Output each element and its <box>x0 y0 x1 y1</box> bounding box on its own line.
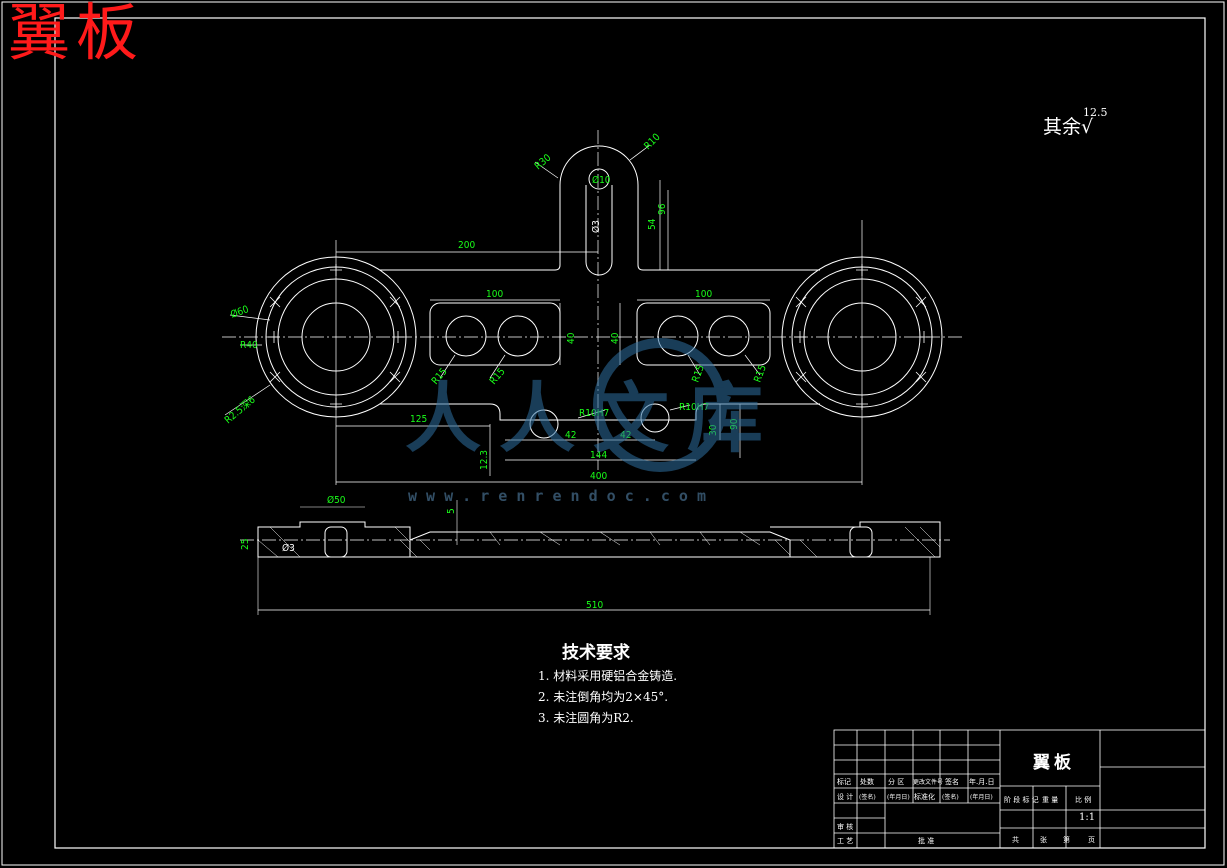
dim-40-right: 40 <box>610 332 621 344</box>
tb-sheets-total: 共 <box>1012 836 1019 844</box>
tb-sheet-page: 页 <box>1088 836 1095 844</box>
dim-42-a: 42 <box>565 430 576 441</box>
dim-90: 90 <box>729 418 740 430</box>
tb-standard-sign: (签名) <box>942 794 959 801</box>
dim-125: 125 <box>410 414 427 425</box>
watermark-url: w w w . r e n r e n d o c . c o m <box>408 487 706 505</box>
section-view <box>240 500 950 615</box>
dim-200: 200 <box>458 240 475 251</box>
tb-process: 工 艺 <box>837 837 854 845</box>
dim-r2-5: R2.5深6 <box>222 394 258 427</box>
corner-title: 翼板 <box>8 0 145 69</box>
tech-item: 3. 未注圆角为R2. <box>538 711 634 725</box>
tb-design: 设 计 <box>837 793 854 801</box>
dim-400: 400 <box>590 471 607 482</box>
tech-item: 1. 材料采用硬铝合金铸造. <box>538 669 678 683</box>
dim-dia3: Ø3 <box>590 220 602 233</box>
section-dimensions: Ø50 5 25 Ø3 510 <box>240 494 603 611</box>
technical-requirements: 技术要求 1. 材料采用硬铝合金铸造. 2. 未注倒角均为2×45°. 3. 未… <box>536 638 677 732</box>
roughness-value: 12.5 <box>1083 106 1108 119</box>
tb-stage-mark: 阶 段 标 记 <box>1004 796 1039 804</box>
dim-dia3-section: Ø3 <box>282 542 295 554</box>
roughness-label: 其余 <box>1043 116 1082 138</box>
dim-r10h7-b: R10H7 <box>679 402 709 413</box>
dim-r30: R30 <box>533 152 554 172</box>
tb-design-date: (年月日) <box>887 794 910 801</box>
tb-review: 审 核 <box>837 823 854 831</box>
tb-sheet-no: 第 <box>1063 836 1070 844</box>
tb-rev-count: 处数 <box>860 778 874 786</box>
tb-rev-mark: 标记 <box>837 778 851 786</box>
tb-approve: 批 准 <box>918 837 935 845</box>
roughness-check-icon: √ <box>1081 116 1094 138</box>
tb-part-name: 翼板 <box>1033 753 1075 773</box>
tb-scale: 1:1 <box>1079 812 1096 823</box>
dim-dia60: Ø60 <box>229 303 251 321</box>
dim-dia50: Ø50 <box>327 494 346 506</box>
tb-standard-date: (年月日) <box>970 794 993 801</box>
tb-rev-sign: 签名 <box>945 778 959 786</box>
dim-100-left: 100 <box>486 289 503 300</box>
dim-5: 5 <box>446 508 457 514</box>
dim-54: 54 <box>647 218 658 230</box>
dim-r10: R10 <box>642 132 662 152</box>
tb-sheets-unit: 张 <box>1040 836 1047 844</box>
tb-rev-zone: 分 区 <box>888 778 905 786</box>
dim-25: 25 <box>240 539 251 550</box>
inner-frame <box>54 17 1206 849</box>
tb-scale-label: 比 例 <box>1075 796 1092 804</box>
dim-dia10: Ø10 <box>592 174 611 186</box>
tb-weight: 重 量 <box>1042 796 1059 804</box>
tech-item: 2. 未注倒角均为2×45°. <box>538 690 669 704</box>
title-block <box>833 729 1206 849</box>
roughness-note: 其余√ 12.5 <box>1043 106 1108 139</box>
dim-144: 144 <box>590 450 607 461</box>
dim-r40: R40 <box>240 340 258 351</box>
watermark: 人人文库 w w w . r e n r e n d o c . c o m <box>405 338 781 505</box>
dim-40-left: 40 <box>566 332 577 344</box>
dim-100-right: 100 <box>695 289 712 300</box>
dim-42-b: 42 <box>620 430 631 441</box>
dim-96: 96 <box>657 203 668 215</box>
tech-heading: 技术要求 <box>562 643 630 663</box>
tb-standard: 标准化 <box>914 793 935 801</box>
tb-design-sign: (签名) <box>859 794 876 801</box>
dim-510: 510 <box>586 600 603 611</box>
tb-rev-doc: 更改文件号 <box>913 779 944 786</box>
dim-12-3: 12.3 <box>479 450 490 470</box>
watermark-brand: 人人文库 <box>405 374 781 463</box>
tb-rev-date: 年.月.日 <box>969 778 995 786</box>
